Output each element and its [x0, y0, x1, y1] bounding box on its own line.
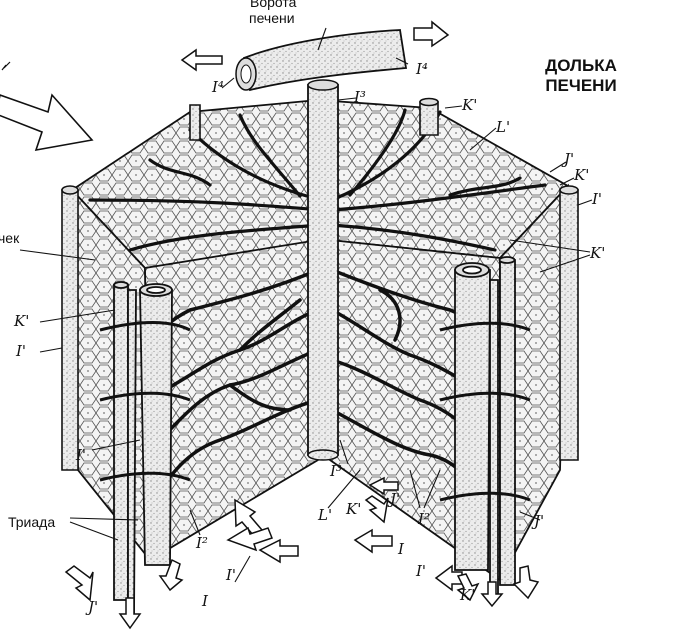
mark-l-bottom: L' — [318, 506, 332, 524]
mark-j-bottom-left: J' — [88, 598, 98, 616]
arrow-icon — [66, 566, 93, 600]
mark-i-left: I' — [16, 342, 26, 360]
mark-k-left: K' — [14, 312, 29, 330]
large-arrow-icon — [0, 62, 92, 150]
mark-j-right: J' — [564, 150, 574, 168]
arrow-icon — [182, 50, 222, 70]
mark-l-top: L' — [496, 118, 510, 136]
mark-i-bottom-right: I' — [416, 562, 426, 580]
mark-i3-bottom: I³ — [330, 462, 342, 480]
mark-i-bottom-left: I — [202, 592, 208, 610]
arrow-icon — [260, 540, 298, 562]
mark-k-center: K' — [346, 500, 361, 518]
mark-i2-right: I² — [418, 510, 430, 528]
gate-label-line2: печени — [249, 10, 295, 26]
duct-label: чек — [0, 230, 19, 246]
mark-i-center-bottom: I — [398, 540, 404, 558]
mark-k-right-lower: K' — [590, 244, 605, 262]
mark-j-right-triad: J' — [534, 512, 544, 530]
mark-i-left-triad: I' — [76, 446, 86, 464]
mark-j-center: J' — [390, 490, 400, 508]
triad-label: Триада — [8, 514, 55, 530]
mark-i-prime-bottom: I' — [226, 566, 236, 584]
lobule-title-line1: ДОЛЬКА — [526, 56, 636, 75]
lobule-title-line2: ПЕЧЕНИ — [526, 76, 636, 95]
mark-k-right: K' — [574, 166, 589, 184]
mark-i-right: I' — [592, 190, 602, 208]
arrow-icon — [514, 566, 538, 598]
arrow-icon — [414, 22, 448, 46]
mark-i4-left: I⁴ — [212, 78, 224, 96]
arrow-icon — [366, 496, 388, 522]
mark-k-bottom: K' — [460, 586, 475, 604]
arrow-icon — [482, 582, 502, 606]
arrow-icon — [120, 598, 140, 628]
mark-i4-right: I⁴ — [416, 60, 428, 78]
central-vein — [308, 80, 338, 460]
gate-label-line1: Ворота — [250, 0, 296, 10]
mark-i3-top: I³ — [354, 88, 366, 106]
mark-k-top: K' — [462, 96, 477, 114]
mark-i2-left: I² — [196, 534, 208, 552]
arrow-icon — [355, 530, 392, 552]
